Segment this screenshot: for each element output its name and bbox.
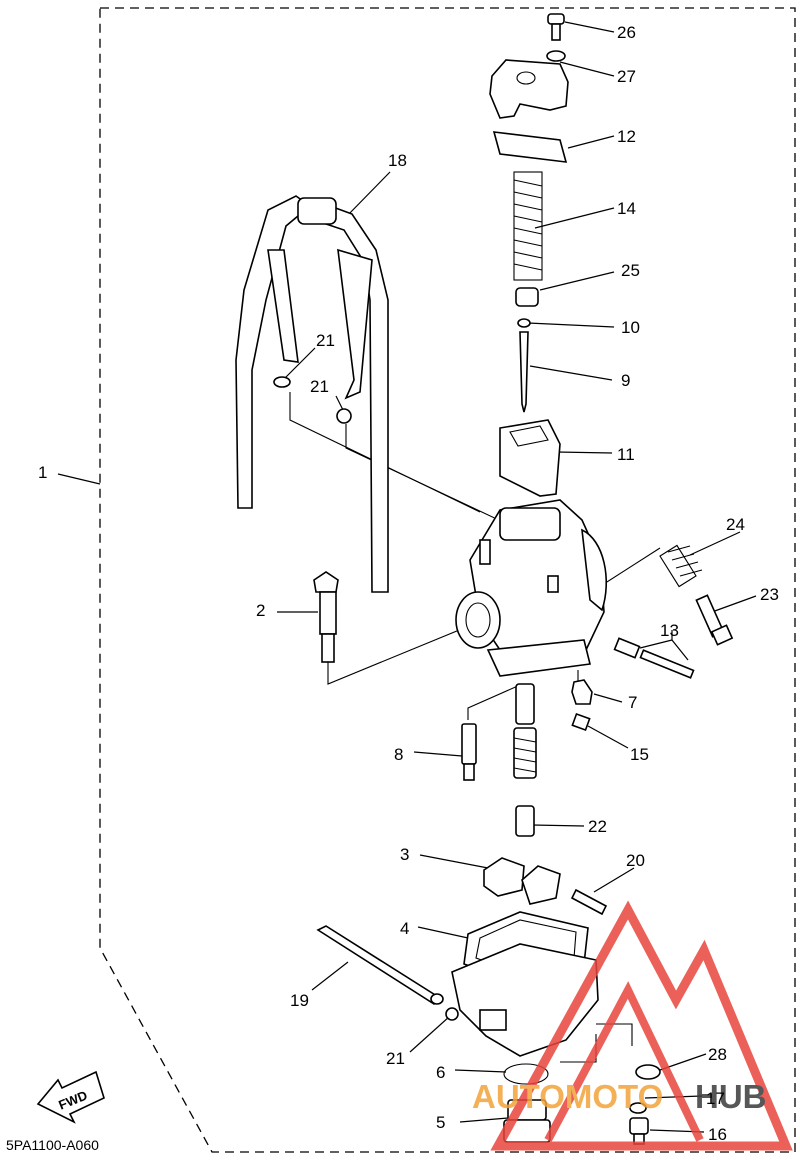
callout-12: 12 bbox=[617, 127, 636, 146]
callout-19: 19 bbox=[290, 991, 309, 1010]
callout-9: 9 bbox=[621, 371, 630, 390]
callout-11: 11 bbox=[617, 445, 635, 464]
callout-17: 17 bbox=[706, 1089, 725, 1108]
callout-3: 3 bbox=[400, 845, 409, 864]
callout-8: 8 bbox=[394, 745, 403, 764]
part-clip-21b bbox=[336, 408, 352, 424]
callout-21a: 21 bbox=[316, 331, 335, 350]
part-air-screw-2 bbox=[313, 571, 339, 663]
part-pin-20 bbox=[570, 888, 608, 916]
assembly-boundary bbox=[99, 7, 796, 1153]
callout-28: 28 bbox=[708, 1045, 727, 1064]
watermark-text-dark: HUB bbox=[695, 1078, 767, 1115]
callout-2: 2 bbox=[256, 601, 265, 620]
callout-21c: 21 bbox=[386, 1049, 405, 1068]
part-screw-23 bbox=[695, 594, 734, 646]
callout-13: 13 bbox=[660, 621, 679, 640]
part-clip-10 bbox=[517, 318, 531, 328]
leader-lines bbox=[57, 21, 757, 1133]
fwd-arrow: FWD bbox=[36, 1070, 105, 1124]
part-plate-15 bbox=[571, 712, 591, 732]
callout-4: 4 bbox=[400, 919, 409, 938]
part-gasket-12 bbox=[492, 131, 568, 163]
part-o-ring-6 bbox=[503, 1063, 549, 1085]
watermark-text-orange: AUTOMOTO bbox=[472, 1078, 663, 1115]
callout-15: 15 bbox=[630, 745, 649, 764]
part-spring-24 bbox=[659, 544, 703, 588]
callout-18: 18 bbox=[388, 151, 407, 170]
part-spring-14 bbox=[513, 171, 543, 281]
callout-24: 24 bbox=[726, 515, 745, 534]
callout-25: 25 bbox=[621, 261, 640, 280]
callout-22: 22 bbox=[588, 817, 607, 836]
watermark-triangle bbox=[490, 900, 793, 1151]
callout-23: 23 bbox=[760, 585, 779, 604]
callout-5: 5 bbox=[436, 1113, 445, 1132]
part-pilot-jet-8 bbox=[461, 723, 477, 781]
callout-14: 14 bbox=[617, 199, 636, 218]
callout-labels: 26 27 12 18 14 25 10 21 21 9 11 1 24 23 … bbox=[38, 23, 779, 1144]
part-vent-hose-18 bbox=[235, 195, 389, 593]
callout-27: 27 bbox=[617, 67, 636, 86]
part-jet-7 bbox=[571, 679, 593, 705]
callout-21b: 21 bbox=[310, 377, 329, 396]
callout-6: 6 bbox=[436, 1063, 445, 1082]
callout-26: 26 bbox=[617, 23, 636, 42]
callout-10: 10 bbox=[621, 318, 640, 337]
part-carburetor-body bbox=[455, 499, 608, 677]
callout-16: 16 bbox=[708, 1125, 727, 1144]
part-jet-22 bbox=[515, 805, 535, 837]
part-holder-25 bbox=[515, 287, 539, 307]
part-hose-19 bbox=[316, 925, 442, 1006]
part-screw-26 bbox=[547, 13, 565, 41]
part-washer-27 bbox=[546, 50, 566, 62]
watermark-logo: AUTOMOTO HUB bbox=[472, 900, 793, 1151]
callout-7: 7 bbox=[628, 693, 637, 712]
callout-20: 20 bbox=[626, 851, 645, 870]
part-pilot-screw-13 bbox=[613, 637, 695, 679]
part-top-cover bbox=[489, 59, 569, 119]
part-washer-17 bbox=[629, 1102, 647, 1114]
part-gasket-28 bbox=[635, 1064, 661, 1080]
parts bbox=[235, 13, 734, 1145]
part-bolt-16 bbox=[629, 1117, 649, 1145]
part-clip-21a bbox=[273, 376, 291, 388]
part-clip-21c bbox=[445, 1007, 459, 1021]
part-needle-9 bbox=[519, 331, 529, 413]
part-float-3 bbox=[483, 857, 561, 905]
part-needle-jet bbox=[513, 683, 537, 779]
diagram-code: 5PA1100-A060 bbox=[6, 1137, 99, 1153]
part-throttle-valve-11 bbox=[499, 419, 561, 497]
callout-1: 1 bbox=[38, 463, 47, 482]
